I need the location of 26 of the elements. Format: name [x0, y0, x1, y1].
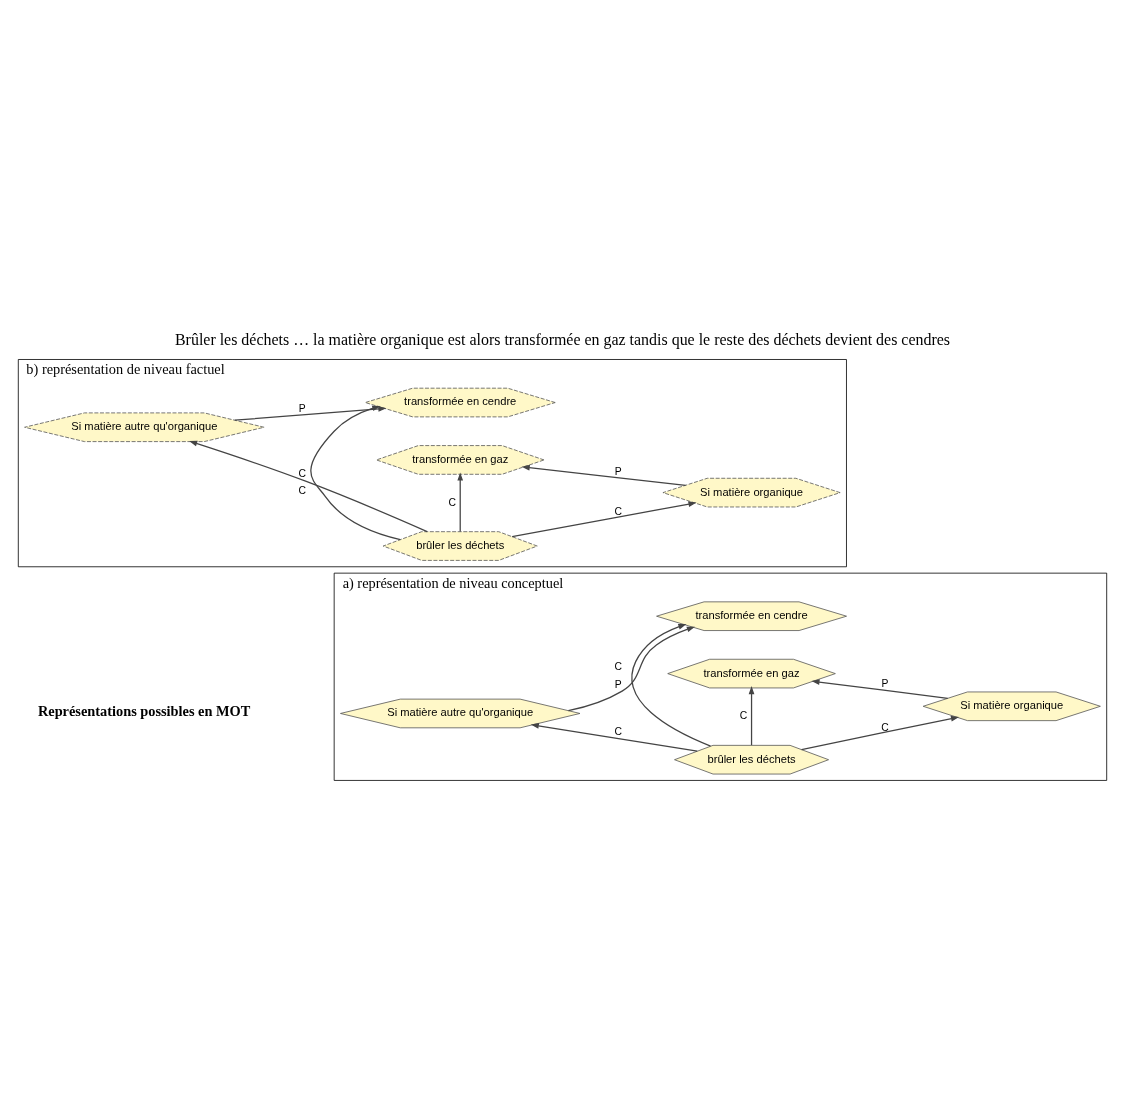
arrow — [811, 679, 949, 699]
label: Représentations possibles en MOT — [37, 703, 251, 720]
edge-label: P — [881, 678, 889, 690]
arrow — [530, 723, 698, 752]
arrow — [234, 406, 387, 421]
arrow — [567, 626, 695, 712]
edge-label: C — [298, 468, 307, 479]
edge-label: P — [614, 679, 622, 691]
edge-label: P — [298, 403, 306, 415]
arrow — [457, 472, 464, 533]
edge-label: C — [448, 496, 456, 508]
diagram-title: Brûler les déchets … la matière organique est alors transformée en gaz tandis que le reste des déchets devient des cendres — [174, 331, 951, 349]
edge-label: C — [739, 710, 748, 722]
arrow — [189, 440, 428, 533]
edge-label: P — [614, 465, 622, 477]
edge-label: C — [614, 660, 622, 672]
arrow — [631, 624, 712, 747]
edge-label: C — [298, 484, 307, 496]
arrow — [521, 464, 687, 486]
arrow — [800, 715, 960, 751]
arrow — [310, 405, 401, 541]
edge-label: C — [614, 726, 622, 738]
arrow — [748, 686, 755, 746]
arrow — [511, 501, 697, 538]
edge-label: C — [614, 506, 622, 518]
edge-label: C — [881, 721, 889, 733]
